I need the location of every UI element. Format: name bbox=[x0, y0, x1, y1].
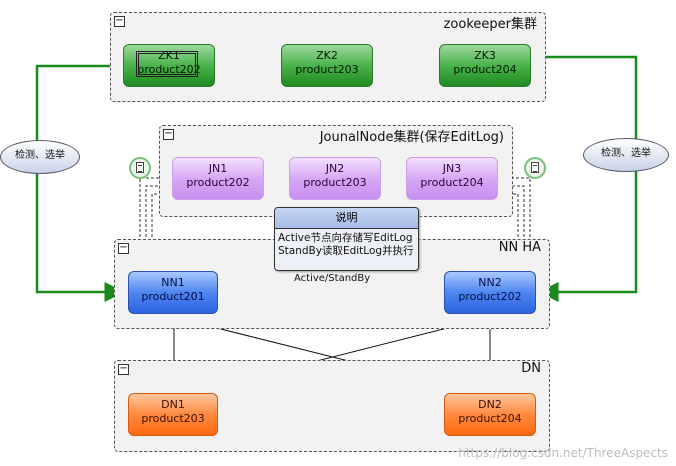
zk2-name: ZK2 bbox=[316, 49, 338, 62]
dn-group-title: DN bbox=[521, 361, 541, 376]
nn1-node[interactable]: NN1 product201 bbox=[128, 271, 218, 314]
zk-to-nn1-wire bbox=[35, 64, 125, 302]
active-standby-label: Active/StandBy bbox=[294, 273, 371, 284]
dn1-node[interactable]: DN1 product203 bbox=[128, 393, 218, 436]
jn2-name: JN2 bbox=[325, 162, 345, 175]
collapse-toggle-icon[interactable]: − bbox=[118, 363, 129, 375]
jn3-host: product204 bbox=[420, 176, 484, 189]
zk3-host: product204 bbox=[453, 63, 517, 76]
selection-frame bbox=[136, 51, 198, 77]
jn1-node[interactable]: JN1 product202 bbox=[172, 157, 264, 200]
nn-ha-group-title: NN HA bbox=[498, 240, 541, 255]
collapse-toggle-icon[interactable]: − bbox=[114, 15, 125, 27]
collapse-toggle-icon[interactable]: − bbox=[163, 128, 174, 140]
document-left-icon bbox=[129, 157, 151, 179]
nn2-node[interactable]: NN2 product202 bbox=[444, 271, 536, 314]
description-note: 说明 Active节点向存储写EditLog StandBy读取EditLog并… bbox=[274, 207, 419, 271]
jn1-host: product202 bbox=[186, 176, 250, 189]
zk1-host: product202 bbox=[137, 63, 201, 76]
zk3-name: ZK3 bbox=[474, 49, 496, 62]
nn1-host: product201 bbox=[141, 290, 205, 303]
nn2-name: NN2 bbox=[478, 276, 502, 289]
document-right-icon bbox=[524, 157, 546, 179]
dn2-name: DN2 bbox=[478, 398, 502, 411]
dn1-host: product203 bbox=[141, 412, 205, 425]
note-line-1: Active节点向存储写EditLog bbox=[278, 232, 413, 244]
journal-group-title: JounalNode集群(保存EditLog) bbox=[319, 130, 504, 145]
zk3-node[interactable]: ZK3 product204 bbox=[439, 44, 531, 87]
jn3-node[interactable]: JN3 product204 bbox=[406, 157, 498, 200]
zk-to-nn2-wire bbox=[531, 55, 638, 302]
note-title: 说明 bbox=[275, 208, 418, 229]
nn1-name: NN1 bbox=[161, 276, 185, 289]
detect-elect-right-label: 检测、选举 bbox=[601, 148, 651, 159]
zk2-host: product203 bbox=[295, 63, 359, 76]
dn1-name: DN1 bbox=[161, 398, 185, 411]
jn3-name: JN3 bbox=[442, 162, 462, 175]
zk2-node[interactable]: ZK2 product203 bbox=[281, 44, 373, 87]
zookeeper-group-title: zookeeper集群 bbox=[443, 17, 537, 32]
dn2-node[interactable]: DN2 product204 bbox=[444, 393, 536, 436]
collapse-toggle-icon[interactable]: − bbox=[118, 242, 129, 254]
dn2-host: product204 bbox=[458, 412, 522, 425]
watermark-text: https://blog.csdn.net/ThreeAspects bbox=[458, 446, 668, 460]
note-line-2: StandBy读取EditLog并执行 bbox=[278, 245, 414, 257]
detect-elect-left-ellipse: 检测、选举 bbox=[0, 140, 80, 174]
jn2-host: product203 bbox=[303, 176, 367, 189]
jn1-name: JN1 bbox=[208, 162, 228, 175]
zk1-node[interactable]: ZK1 product202 bbox=[123, 44, 215, 87]
jn2-node[interactable]: JN2 product203 bbox=[289, 157, 381, 200]
detect-elect-left-label: 检测、选举 bbox=[15, 150, 65, 161]
detect-elect-right-ellipse: 检测、选举 bbox=[583, 138, 669, 172]
nn2-host: product202 bbox=[458, 290, 522, 303]
